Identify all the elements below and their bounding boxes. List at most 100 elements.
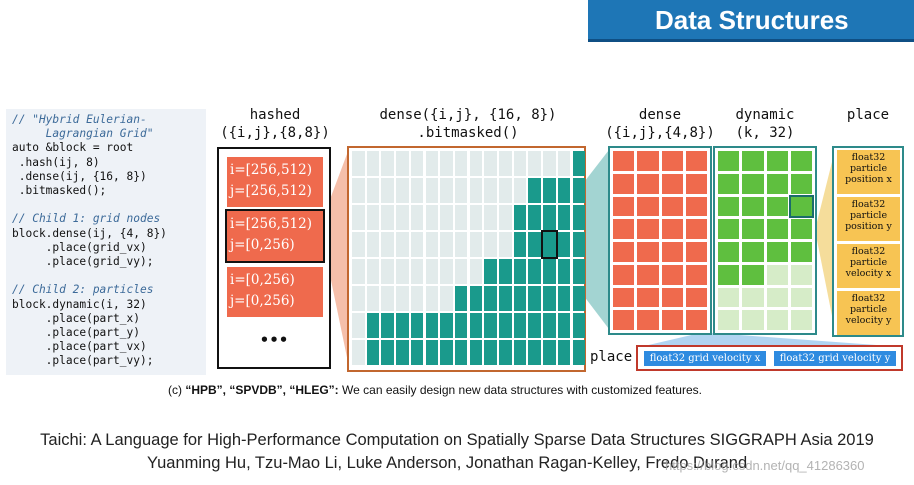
active-cell (543, 313, 556, 338)
active-cell (572, 151, 586, 176)
inactive-cell (381, 205, 394, 230)
grid-node-cell (661, 196, 683, 217)
grid-place-container: float32 grid velocity x float32 grid vel… (636, 345, 903, 371)
code-line: .hash(ij, 8) (12, 155, 100, 169)
code-line: .place(grid_vx) (12, 240, 147, 254)
empty-particle-cell (742, 310, 764, 330)
grid-node-cell (661, 310, 683, 330)
code-line: // Child 2: particles (12, 283, 154, 297)
inactive-cell (410, 232, 424, 257)
active-cell (528, 313, 541, 338)
empty-particle-cell (766, 264, 788, 285)
particle-cell (766, 151, 788, 171)
active-cell (513, 205, 527, 230)
code-panel: // "Hybrid Eulerian- Lagrangian Grid"aut… (6, 109, 206, 375)
active-cell (484, 259, 497, 284)
particle-cell (766, 242, 788, 262)
active-cell (543, 178, 556, 203)
code-line: .place(part_vy); (12, 354, 154, 368)
inactive-cell (499, 151, 512, 176)
inactive-cell (425, 205, 439, 230)
particle-cell (718, 196, 740, 217)
particle-cell (718, 173, 740, 194)
more-blocks-ellipsis: ••• (259, 331, 289, 349)
empty-particle-cell (790, 287, 812, 308)
active-cell (454, 286, 468, 311)
active-cell (557, 259, 571, 284)
hash-block-selected: i=[256,512)j=[0,256) (225, 209, 325, 263)
active-cell (572, 205, 586, 230)
empty-particle-cell (766, 310, 788, 330)
grid-node-cell (661, 287, 683, 308)
inactive-cell (454, 178, 468, 203)
active-cell (440, 313, 453, 338)
particle-cell (742, 151, 764, 171)
inactive-cell (484, 178, 497, 203)
inactive-cell (381, 286, 394, 311)
inactive-cell (484, 232, 497, 257)
inactive-cell (396, 232, 409, 257)
inactive-cell (425, 178, 439, 203)
inactive-cell (381, 232, 394, 257)
figure-caption: (c) “HPB”, “SPVDB”, “HLEG”: We can easil… (168, 383, 702, 397)
grid-node-cell (613, 242, 635, 262)
inactive-cell (352, 151, 365, 176)
active-cell (499, 259, 512, 284)
active-cell (425, 313, 439, 338)
place-header: place (846, 107, 890, 123)
inactive-cell (454, 232, 468, 257)
active-cell (366, 313, 380, 338)
inactive-cell (410, 178, 424, 203)
active-cell (425, 340, 439, 365)
active-cell (366, 340, 380, 365)
active-cell (528, 259, 541, 284)
grid-node-cell (613, 196, 635, 217)
inactive-cell (410, 151, 424, 176)
grid-node-cell (613, 173, 635, 194)
active-cell (528, 286, 541, 311)
grid-node-cell (685, 173, 707, 194)
paper-authors: Yuanming Hu, Tzu-Mao Li, Luke Anderson, … (147, 454, 748, 472)
hash-block: i=[0,256)j=[0,256) (227, 267, 323, 317)
inactive-cell (366, 205, 380, 230)
inactive-cell (425, 286, 439, 311)
inactive-cell (396, 178, 409, 203)
active-cell (484, 340, 497, 365)
particle-cell (718, 219, 740, 239)
slide-title: Data Structures (655, 5, 849, 35)
inactive-cell (410, 205, 424, 230)
active-cell (543, 340, 556, 365)
inactive-cell (366, 151, 380, 176)
active-cell (513, 232, 527, 257)
inactive-cell (469, 205, 483, 230)
active-cell (469, 313, 483, 338)
grid-node-cell (685, 287, 707, 308)
code-line: .bitmasked(); (12, 184, 107, 198)
inactive-cell (396, 286, 409, 311)
active-cell (557, 205, 571, 230)
grid-node-cell (685, 264, 707, 285)
inactive-cell (469, 151, 483, 176)
inactive-cell (484, 205, 497, 230)
active-cell (572, 286, 586, 311)
inactive-cell (366, 259, 380, 284)
active-cell (557, 313, 571, 338)
active-cell (557, 340, 571, 365)
inactive-cell (366, 178, 380, 203)
active-cell (513, 259, 527, 284)
active-cell (572, 178, 586, 203)
active-cell (557, 286, 571, 311)
grid-node-cell (637, 287, 659, 308)
inactive-cell (410, 259, 424, 284)
particle-cell (718, 242, 740, 262)
particle-cell (742, 242, 764, 262)
inactive-cell (440, 205, 453, 230)
particle-cell (790, 242, 812, 262)
particle-cell (742, 264, 764, 285)
grid-node-cell (661, 151, 683, 171)
inactive-cell (425, 259, 439, 284)
inactive-cell (513, 178, 527, 203)
inactive-cell (352, 205, 365, 230)
inactive-cell (425, 151, 439, 176)
grid-node-cell (685, 219, 707, 239)
